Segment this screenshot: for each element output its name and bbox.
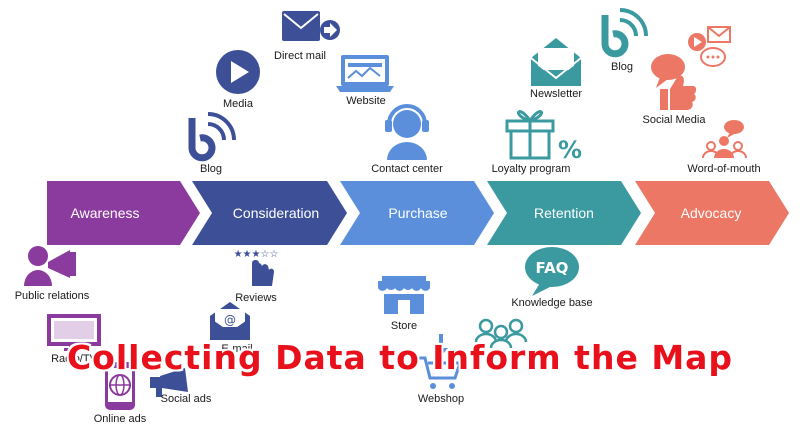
svg-text:★★★☆☆: ★★★☆☆ [234,249,279,260]
stage-awareness-label: Awareness [70,205,140,221]
touchpoint-reviews-label: Reviews [235,292,277,304]
stage-purchase-arrow [340,181,494,245]
stage-purchase-label: Purchase [388,205,448,221]
stage-consideration-arrow [192,181,347,245]
newsletter-icon [530,38,582,86]
svg-text:FAQ: FAQ [536,259,569,277]
stage-consideration-label: Consideration [232,205,320,221]
direct-mail-icon [282,11,340,41]
radio-tv-icon [47,314,101,351]
touchpoint-store-label: Store [390,320,418,332]
touchpoint-public-relations-label: Public relations [14,290,90,302]
touchpoint-social-ads-label: Social ads [160,393,212,405]
blog-icon [601,8,648,58]
touchpoint-knowledge-base-label: Knowledge base [511,297,593,309]
stage-advocacy-label: Advocacy [680,205,742,221]
faq-bubble-icon: FAQ [525,247,579,296]
website-laptop-icon [336,55,394,92]
touchpoint-webshop-label: Webshop [417,393,465,405]
media-play-icon [216,50,260,94]
touchpoint-media-label: Media [223,98,253,110]
email-icon: @ [210,302,250,340]
online-ads-icon [105,362,135,410]
touchpoint-radio-tv-label: Radio/TV [51,353,97,365]
reviews-icon: ★★★☆☆ [234,249,279,286]
touchpoint-website-label: Website [346,95,386,107]
stage-retention-label: Retention [534,205,594,221]
touchpoint-blog-advocacy-label: Blog [610,61,634,73]
contact-center-icon [385,104,429,160]
loyalty-gift-icon: % [505,110,582,164]
touchpoint-blog-label: Blog [199,163,223,175]
social-ads-icon [150,368,188,397]
store-icon [378,276,430,314]
touchpoint-email-label: E-mail [221,343,253,355]
svg-text:%: % [558,136,582,164]
people-group-icon [474,318,528,349]
webshop-cart-icon [418,334,463,389]
stage-advocacy-arrow [635,181,789,245]
svg-text:@: @ [224,313,236,327]
touchpoint-direct-mail-label: Direct mail [274,50,326,62]
overlay-title: Collecting Data to Inform the Map [66,338,734,377]
stage-awareness-arrow [47,181,200,245]
social-media-icon [651,26,731,110]
touchpoint-loyalty-program-label: Loyalty program [491,163,571,175]
touchpoint-newsletter-label: Newsletter [530,88,582,100]
touchpoint-online-ads-label: Online ads [93,413,147,425]
word-of-mouth-icon [702,120,747,159]
stage-retention-arrow [487,181,641,245]
public-relations-icon [24,246,76,286]
touchpoint-contact-center-label: Contact center [371,163,443,175]
touchpoint-social-media-label: Social Media [642,114,706,126]
blog-icon [188,112,236,162]
touchpoint-word-of-mouth-label: Word-of-mouth [687,163,761,175]
